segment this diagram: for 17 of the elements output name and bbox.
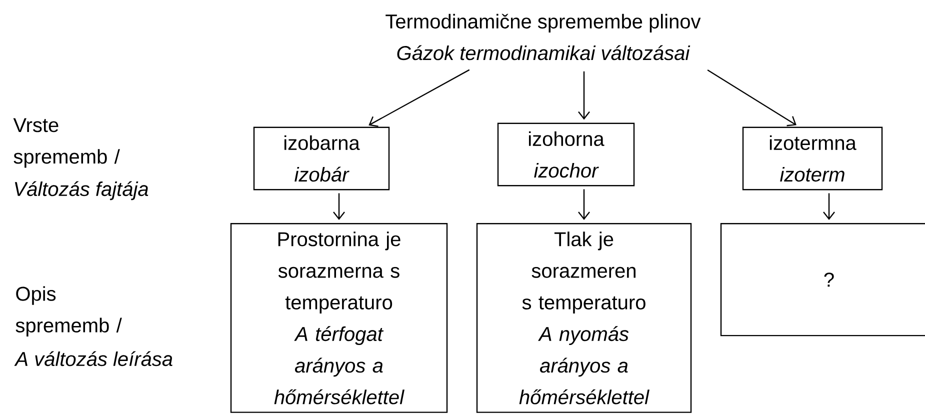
arrow (368, 69, 470, 127)
description-box: Prostornina je sorazmerna s temperaturo A térfogat arányos a hőmérséklettel (230, 223, 448, 413)
type-box: izohorna izochor (497, 122, 635, 186)
row-label: Változás fajtája (14, 181, 148, 200)
type-box: izobarna izobár (253, 126, 390, 190)
type-box: izotermna izoterm (742, 126, 883, 190)
title-text: Termodinamične spremembe plinov Gázok termodinamikai változásai (386, 14, 701, 60)
description-box: ? (720, 223, 925, 336)
arrow (578, 189, 590, 220)
description-box: Tlak je sorazmeren s temperaturo A nyomás arányos a hőmérséklettel (476, 223, 692, 413)
row-label: Vrste sprememb / (13, 118, 120, 168)
arrow (578, 71, 590, 120)
arrow (707, 69, 796, 126)
arrow (333, 193, 345, 220)
row-label: Opis sprememb / (16, 286, 122, 336)
arrow (823, 193, 835, 220)
row-label: A változás leírása (14, 351, 172, 366)
